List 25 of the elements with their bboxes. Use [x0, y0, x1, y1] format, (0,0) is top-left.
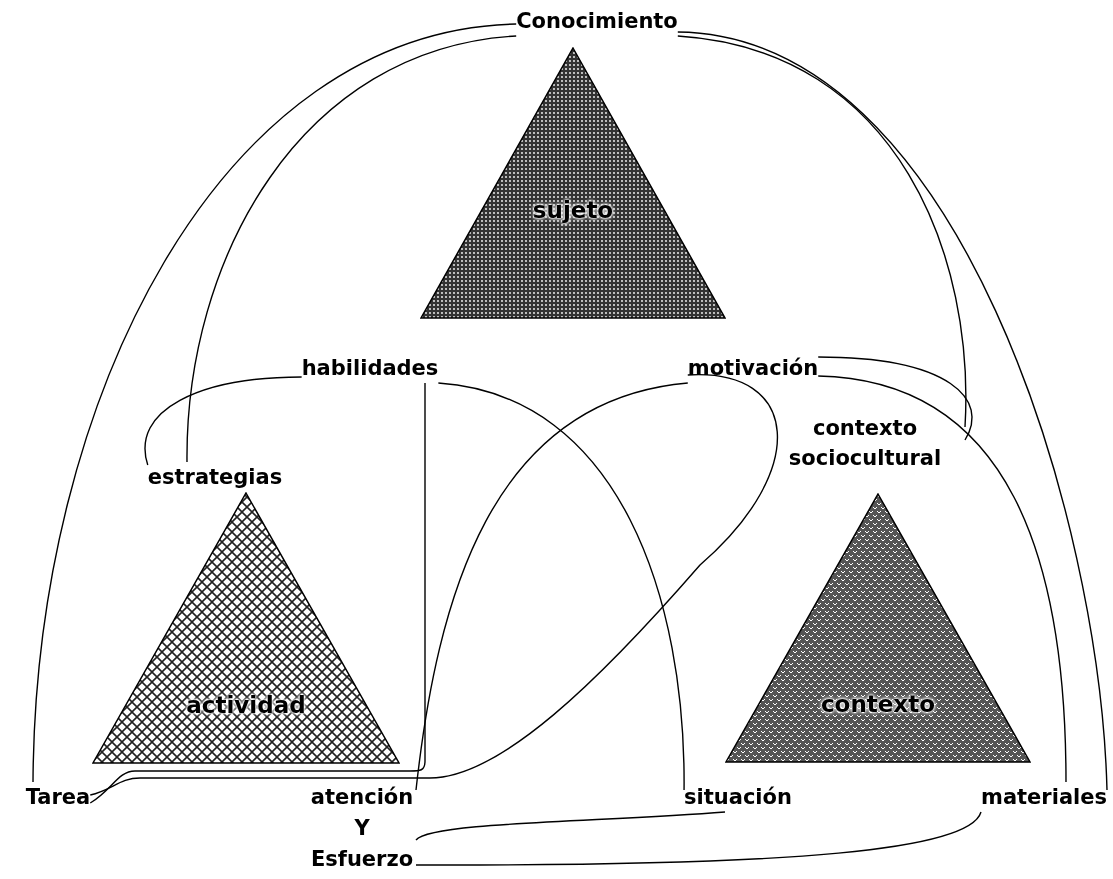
concept-label: habilidades	[301, 353, 439, 383]
connector-curve	[817, 375, 1067, 783]
concept-label: Tarea	[25, 782, 91, 812]
triangle-label: actividad	[185, 692, 307, 718]
concept-label: atención Y Esfuerzo	[308, 782, 416, 875]
concept-label: estrategias	[147, 462, 283, 492]
connector-curve	[415, 811, 726, 841]
triangle-label: sujeto	[531, 197, 615, 223]
concept-label: materiales	[981, 782, 1107, 812]
connector-curve	[415, 811, 982, 866]
connector-curve	[677, 35, 967, 428]
connector-curve	[186, 35, 517, 463]
concept-label: situación	[684, 782, 792, 812]
triangle-node	[725, 493, 1031, 763]
concept-label: motivación	[687, 353, 819, 383]
connector-curve	[89, 374, 778, 796]
connector-curve	[144, 376, 303, 466]
connector-curve	[817, 356, 973, 441]
concept-label: contexto sociocultural	[765, 413, 965, 473]
connector-curve	[677, 31, 1108, 791]
triangle-node	[92, 492, 400, 764]
connector-curve	[89, 382, 426, 804]
triangle-node	[420, 47, 726, 319]
concept-label: Conocimiento	[516, 6, 678, 36]
connector-curve	[32, 23, 517, 783]
